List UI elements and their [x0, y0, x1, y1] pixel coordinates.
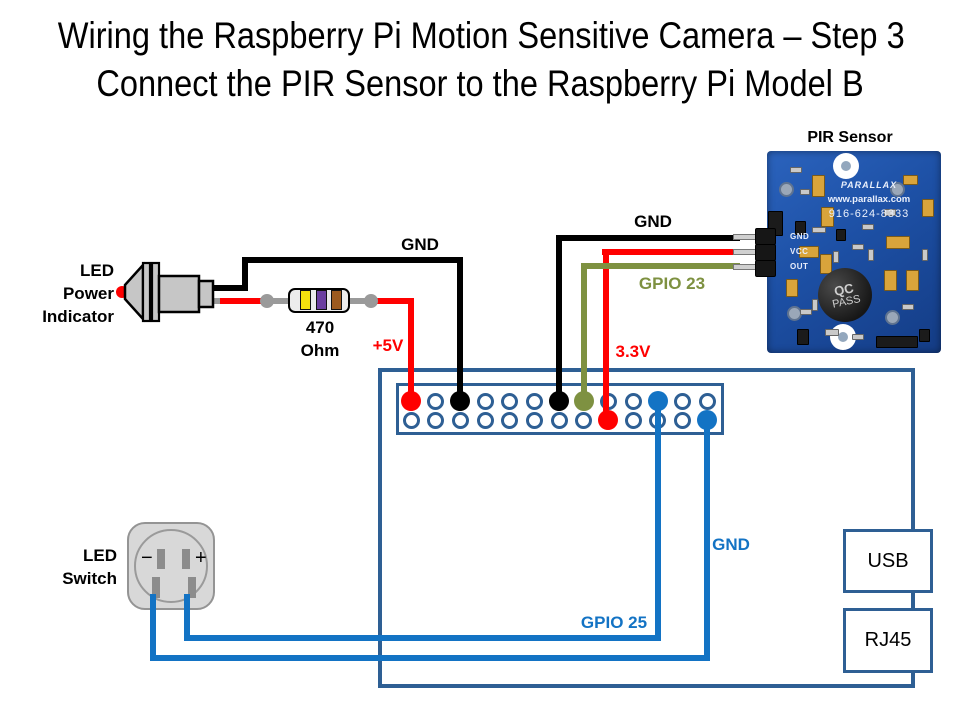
- pir-component-gray: [852, 244, 864, 250]
- raspberry-pi-board-outline: [378, 368, 915, 688]
- pir-component-yellow: [903, 175, 918, 185]
- pir-component-gray: [862, 224, 874, 230]
- switch-plus-sign: +: [195, 547, 207, 569]
- pir-component-gray: [812, 227, 826, 233]
- led-power-indicator-label: LED Power Indicator: [42, 261, 114, 326]
- wire-gnd-pir: [556, 235, 562, 405]
- usb-port-box: USB: [843, 529, 933, 593]
- pir-pin-label-gnd: GND: [790, 232, 810, 241]
- wire-gnd-led: [457, 257, 463, 403]
- mounting-hole-bottom: [830, 324, 856, 350]
- wire-5v: [374, 298, 414, 304]
- gpio23-label: GPIO 23: [638, 274, 706, 293]
- switch-pin: [157, 549, 165, 569]
- wire-gnd-switch: [150, 594, 156, 661]
- wire-3v3: [603, 249, 609, 424]
- resistor-band-yellow: [300, 290, 311, 310]
- wire-gnd-led: [242, 257, 463, 263]
- wire-gnd-pir: [556, 235, 740, 241]
- resistor-value-label: 470 Ohm: [300, 318, 340, 360]
- pir-brand: PARALLAX: [840, 180, 898, 190]
- pir-connector-housing: [755, 260, 776, 277]
- board-hole: [890, 182, 905, 197]
- pir-sensor-board: PARALLAX www.parallax.com 916-624-8333 G…: [767, 151, 941, 353]
- pir-component-gray: [902, 304, 914, 310]
- wire-gpio25: [184, 594, 190, 641]
- wire-gnd-switch: [150, 655, 710, 661]
- pir-phone: 916-624-8333: [828, 208, 910, 220]
- pir-component-gray: [800, 309, 812, 315]
- resistor-lead-right: [348, 298, 374, 304]
- pir-component-yellow: [786, 279, 798, 297]
- slide-title: Wiring the Raspberry Pi Motion Sensitive…: [0, 12, 960, 108]
- pir-connector-housing: [755, 228, 776, 245]
- gnd-led-label: GND: [401, 235, 439, 254]
- wire-3v3: [602, 249, 740, 255]
- pir-component-yellow: [821, 207, 834, 227]
- rj45-label: RJ45: [864, 629, 912, 651]
- board-hole: [779, 182, 794, 197]
- resistor-470ohm: [288, 288, 350, 313]
- pir-url: www.parallax.com: [827, 194, 911, 205]
- led-switch-label: LED Switch: [62, 546, 117, 588]
- resistor-lead-left: [266, 298, 290, 304]
- pir-component-gray: [833, 251, 839, 263]
- resistor-lead-blob: [260, 294, 274, 308]
- title-line-2: Connect the PIR Sensor to the Raspberry …: [96, 63, 864, 104]
- pir-component-gray: [790, 167, 802, 173]
- pir-component-black: [797, 329, 809, 345]
- pir-component-black: [795, 221, 806, 235]
- v33-label: 3.3V: [615, 342, 651, 361]
- pir-component-black: [876, 336, 918, 348]
- wire-gnd-led: [212, 285, 248, 291]
- switch-minus-sign: −: [141, 547, 153, 569]
- pir-component-gray: [884, 209, 896, 216]
- title-line-1: Wiring the Raspberry Pi Motion Sensitive…: [57, 15, 905, 56]
- resistor-lead-blob: [364, 294, 378, 308]
- switch-pin: [188, 577, 196, 598]
- pir-component-yellow: [884, 270, 897, 291]
- pir-sensor-label: PIR Sensor: [807, 129, 893, 146]
- wire-gpio23: [581, 263, 587, 405]
- wire-5v: [408, 298, 414, 405]
- wire-gnd-led: [242, 257, 248, 291]
- pir-component-gray: [825, 329, 839, 336]
- pir-component-yellow: [820, 254, 832, 274]
- pir-component-gray: [800, 189, 810, 195]
- wire-gpio25: [655, 402, 661, 641]
- pir-component-yellow: [906, 270, 919, 291]
- pir-pin-label-out: OUT: [790, 262, 809, 271]
- rj45-port-box: RJ45: [843, 608, 933, 673]
- mounting-hole-top: [833, 153, 859, 179]
- board-hole: [885, 310, 900, 325]
- wire-5v: [220, 298, 266, 304]
- gnd-switch-label: GND: [712, 535, 750, 554]
- pir-component-yellow: [886, 236, 910, 249]
- switch-pin: [182, 549, 190, 569]
- led-switch: − +: [127, 522, 215, 610]
- wire-gnd-switch: [704, 420, 710, 661]
- plus5v-label: +5V: [372, 336, 404, 355]
- pir-pin-label-vcc: VCC: [790, 247, 809, 256]
- pir-component-black: [919, 329, 930, 342]
- pir-connector-housing: [755, 244, 776, 261]
- wire-gpio25: [184, 635, 661, 641]
- pir-component-yellow: [799, 246, 819, 258]
- usb-label: USB: [867, 549, 909, 572]
- pir-component-gray: [922, 249, 928, 261]
- resistor-band-brown: [331, 290, 342, 310]
- pir-component-gray: [868, 249, 874, 261]
- led-power-indicator: [116, 261, 215, 323]
- pir-component-gray: [852, 334, 864, 340]
- pir-component-yellow: [922, 199, 934, 217]
- wire-gpio23: [581, 263, 740, 269]
- pir-component-black: [836, 229, 846, 241]
- pir-component-gray: [812, 299, 818, 311]
- pir-component-yellow: [812, 175, 825, 197]
- gpio25-label: GPIO 25: [580, 613, 648, 632]
- resistor-band-violet: [316, 290, 327, 310]
- switch-pin: [152, 577, 160, 598]
- gnd-pir-label: GND: [634, 212, 672, 231]
